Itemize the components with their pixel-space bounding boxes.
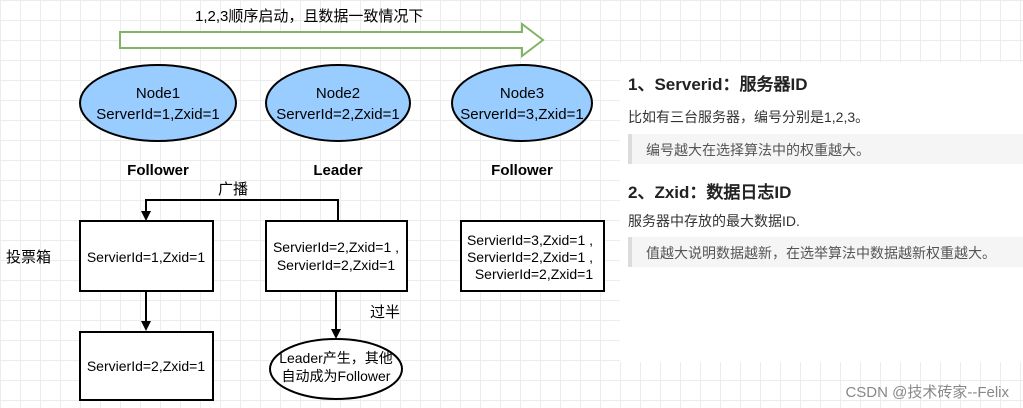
node-1-next-vote-text: ServierId=2,Zxid=1 xyxy=(87,358,205,374)
leader-result-line-2: 自动成为Follower xyxy=(282,368,391,384)
node-1-detail: ServerId=1,Zxid=1 xyxy=(96,106,219,123)
zookeeper-election-diagram: 1,2,3顺序启动，且数据一致情况下 Node1 ServerId=1,Zxid… xyxy=(6,8,605,401)
node-1-role: Follower xyxy=(127,162,189,179)
node-2: Node2 ServerId=2,Zxid=1 xyxy=(265,64,411,142)
node-3-vote-text-2: ServierId=2,Zxid=1 , xyxy=(467,249,593,265)
broadcast-arrow xyxy=(141,199,339,221)
notes-heading-zxid: 2、Zxid：数据日志ID xyxy=(628,183,792,202)
node-1-vote-text: ServierId=1,Zxid=1 xyxy=(87,249,205,265)
node-1-name: Node1 xyxy=(136,85,180,102)
node-2-name: Node2 xyxy=(316,85,360,102)
node-3: Node3 ServerId=3,Zxid=1 xyxy=(451,64,593,142)
notes-quote-serverid-text: 编号越大在选择算法中的权重越大。 xyxy=(646,142,870,158)
node-3-name: Node3 xyxy=(500,85,544,102)
notes-quote-serverid: 编号越大在选择算法中的权重越大。 xyxy=(628,134,1023,164)
node-3-vote-box: ServierId=3,Zxid=1 , ServierId=2,Zxid=1 … xyxy=(460,220,605,292)
node-1: Node1 ServerId=1,Zxid=1 xyxy=(79,64,237,142)
ballot-box-label: 投票箱 xyxy=(6,249,51,266)
csdn-watermark: CSDN @技术砖家--Felix xyxy=(845,384,1009,401)
node-3-vote-text-1: ServierId=3,Zxid=1 , xyxy=(467,232,593,248)
startup-order-label: 1,2,3顺序启动，且数据一致情况下 xyxy=(195,8,423,25)
majority-label: 过半 xyxy=(370,304,400,321)
node-2-role: Leader xyxy=(313,162,362,179)
node-1-vote-box: ServierId=1,Zxid=1 xyxy=(79,220,214,292)
node-1-next-vote-box: ServierId=2,Zxid=1 xyxy=(79,331,214,401)
node-3-detail: ServerId=3,Zxid=1 xyxy=(460,106,583,123)
startup-order-arrow xyxy=(119,21,545,59)
node-2-vote-box: ServierId=2,Zxid=1 , ServierId=2,Zxid=1 xyxy=(265,220,408,292)
notes-para-zxid: 服务器中存放的最大数据ID. xyxy=(628,213,800,229)
leader-result-line-1: Leader产生，其他 xyxy=(279,350,393,366)
node-2-vote-text-1: ServierId=2,Zxid=1 , xyxy=(273,239,399,255)
node-3-role: Follower xyxy=(491,162,553,179)
notes-quote-zxid: 值越大说明数据越新，在选举算法中数据越新权重越大。 xyxy=(628,237,1023,267)
leader-result: Leader产生，其他 自动成为Follower xyxy=(269,338,403,400)
notes-heading-serverid: 1、Serverid：服务器ID xyxy=(628,75,808,94)
notes-panel: 1、Serverid：服务器ID 比如有三台服务器，编号分别是1,2,3。 编号… xyxy=(620,62,1023,362)
node-3-vote-text-3: ServierId=2,Zxid=1 xyxy=(475,266,593,282)
broadcast-label: 广播 xyxy=(218,181,248,198)
node-2-vote-text-2: ServierId=2,Zxid=1 xyxy=(277,257,395,273)
notes-quote-zxid-text: 值越大说明数据越新，在选举算法中数据越新权重越大。 xyxy=(646,245,996,261)
notes-para-serverid: 比如有三台服务器，编号分别是1,2,3。 xyxy=(628,109,870,125)
node-2-detail: ServerId=2,Zxid=1 xyxy=(276,106,399,123)
